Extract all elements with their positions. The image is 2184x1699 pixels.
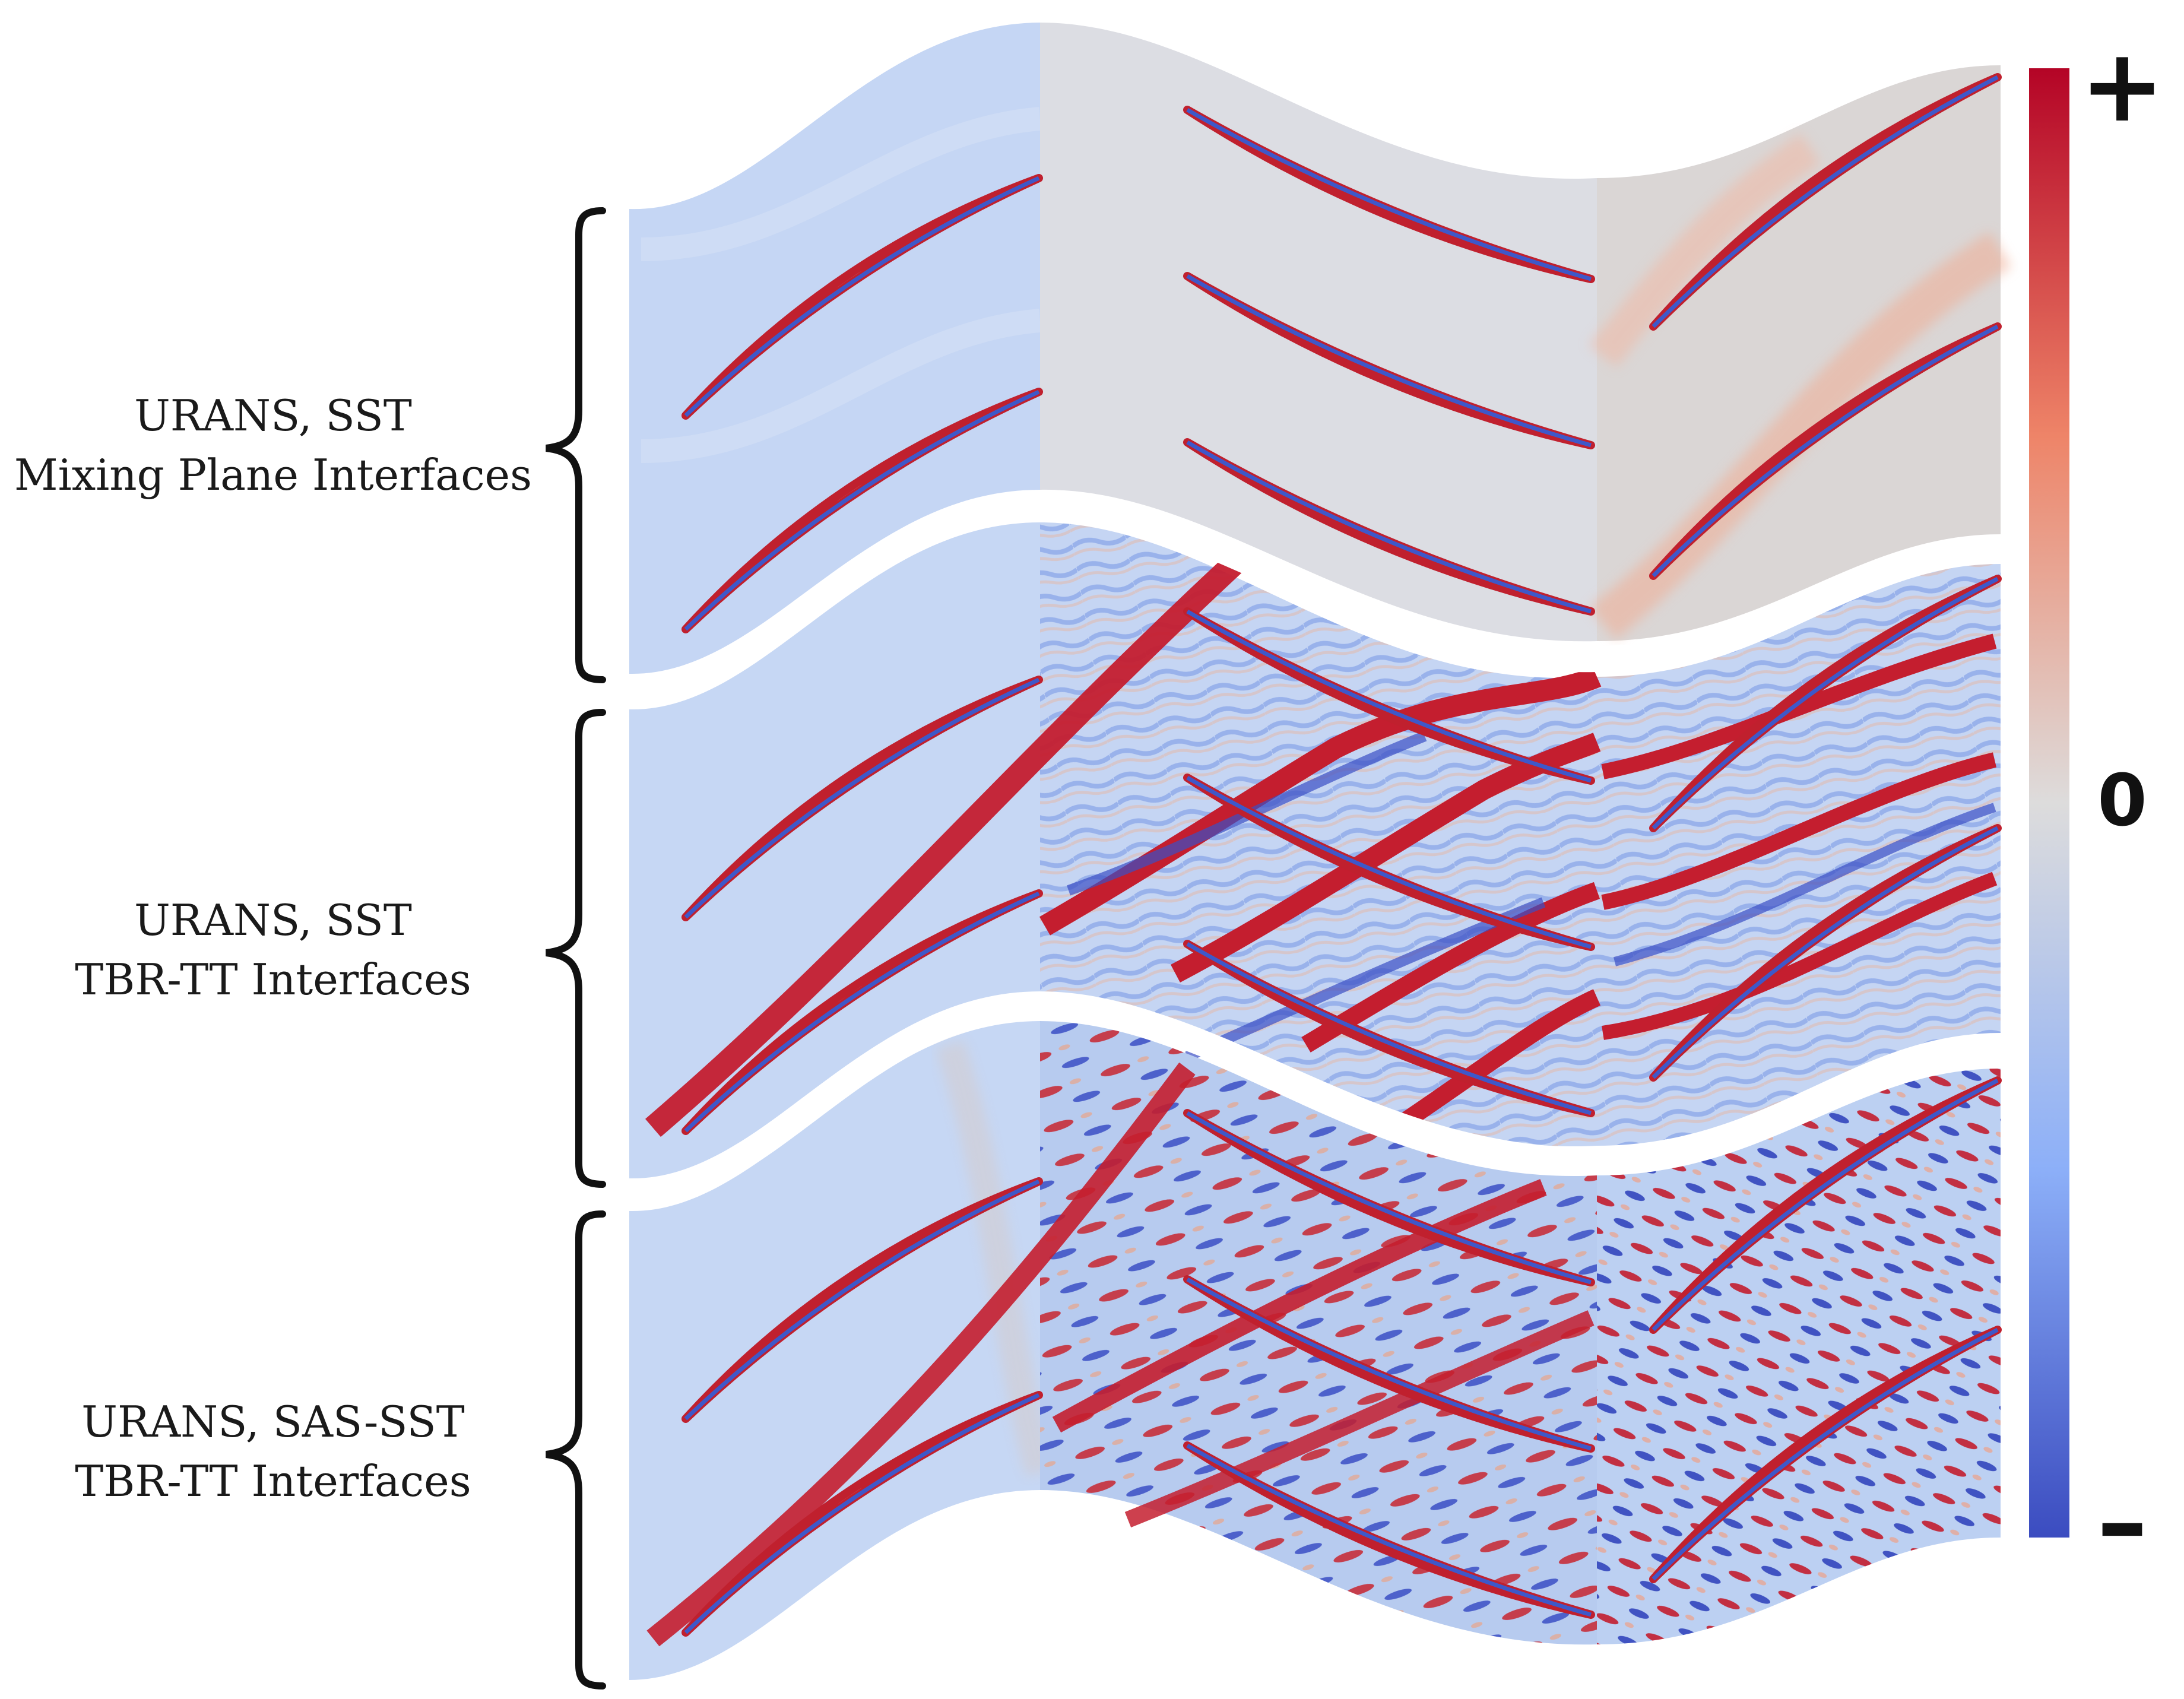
- panel2-row1-domain: [629, 522, 1040, 1179]
- colorbar-mid-label: 0: [2097, 760, 2147, 842]
- blades-layer: [681, 73, 2002, 1637]
- panel3-row1-domain: [629, 1021, 1040, 1680]
- panel2-row2-blade-a: [1183, 607, 1595, 785]
- panel-sst-tbrtt: [629, 522, 2001, 1179]
- colorbar-min-label: –: [2097, 1464, 2148, 1581]
- panel1-row1-blade-a: [681, 174, 1043, 420]
- panel1-row1-domain: [629, 23, 1040, 674]
- panel3-row1-blade-b: [681, 1391, 1043, 1637]
- panel2-row3-blade-b: [1649, 824, 2002, 1082]
- panel-mixing-plane: [629, 23, 2012, 674]
- panel3-row3-domain: [1597, 1069, 2001, 1644]
- case-label-2-line1: URANS, SST: [134, 895, 412, 945]
- brace-panel-2: [546, 709, 606, 1188]
- colorbar: [2029, 68, 2069, 1538]
- panel1-row1-blade-b: [681, 388, 1043, 633]
- panel3-row2-blade-b: [1183, 1275, 1595, 1453]
- case-label-3-line2: TBR-TT Interfaces: [75, 1456, 471, 1506]
- panel1-row2-domain: [1040, 23, 1597, 642]
- panel2-row3-blade-a: [1649, 575, 2002, 832]
- colorbar-max-label: +: [2080, 27, 2165, 145]
- panel2-row2-blade-c: [1183, 940, 1595, 1117]
- panel3-row3-blade-b: [1649, 1326, 2002, 1583]
- brace-panel-1: [546, 207, 606, 683]
- panel1-row2-blade-a: [1183, 106, 1595, 283]
- panel2-row1-blade-b: [681, 889, 1043, 1135]
- case-label-1: URANS, SST Mixing Plane Interfaces: [6, 386, 540, 505]
- panel2-row1-blade-a: [681, 676, 1043, 921]
- panel1-row2-blade-b: [1183, 272, 1595, 449]
- case-label-1-line2: Mixing Plane Interfaces: [14, 450, 532, 500]
- panel3-row2-blade-a: [1183, 1109, 1595, 1286]
- panel1-row3-blade-a: [1649, 73, 2002, 331]
- panel2-row3-domain: [1597, 564, 2001, 1146]
- panel3-row2-blade-c: [1183, 1441, 1595, 1619]
- case-label-2: URANS, SST TBR-TT Interfaces: [6, 890, 540, 1009]
- case-label-2-line2: TBR-TT Interfaces: [75, 955, 471, 1004]
- panel1-row2-blade-c: [1183, 438, 1595, 616]
- panel2-row2-blade-b: [1183, 774, 1595, 951]
- panel1-row3-blade-b: [1649, 322, 2002, 580]
- panel-sassst-tbrtt: [629, 1021, 2001, 1680]
- panel1-row3-domain: [1597, 65, 2001, 641]
- panel3-row3-blade-a: [1649, 1076, 2002, 1334]
- panel3-row2-domain: [1040, 1021, 1597, 1645]
- panel2-row2-domain: [1040, 522, 1597, 1147]
- case-label-3: URANS, SAS-SST TBR-TT Interfaces: [6, 1392, 540, 1511]
- case-label-1-line1: URANS, SST: [134, 391, 412, 440]
- panel3-row1-blade-a: [681, 1177, 1043, 1423]
- brace-panel-3: [546, 1210, 606, 1690]
- case-label-3-line1: URANS, SAS-SST: [81, 1397, 465, 1447]
